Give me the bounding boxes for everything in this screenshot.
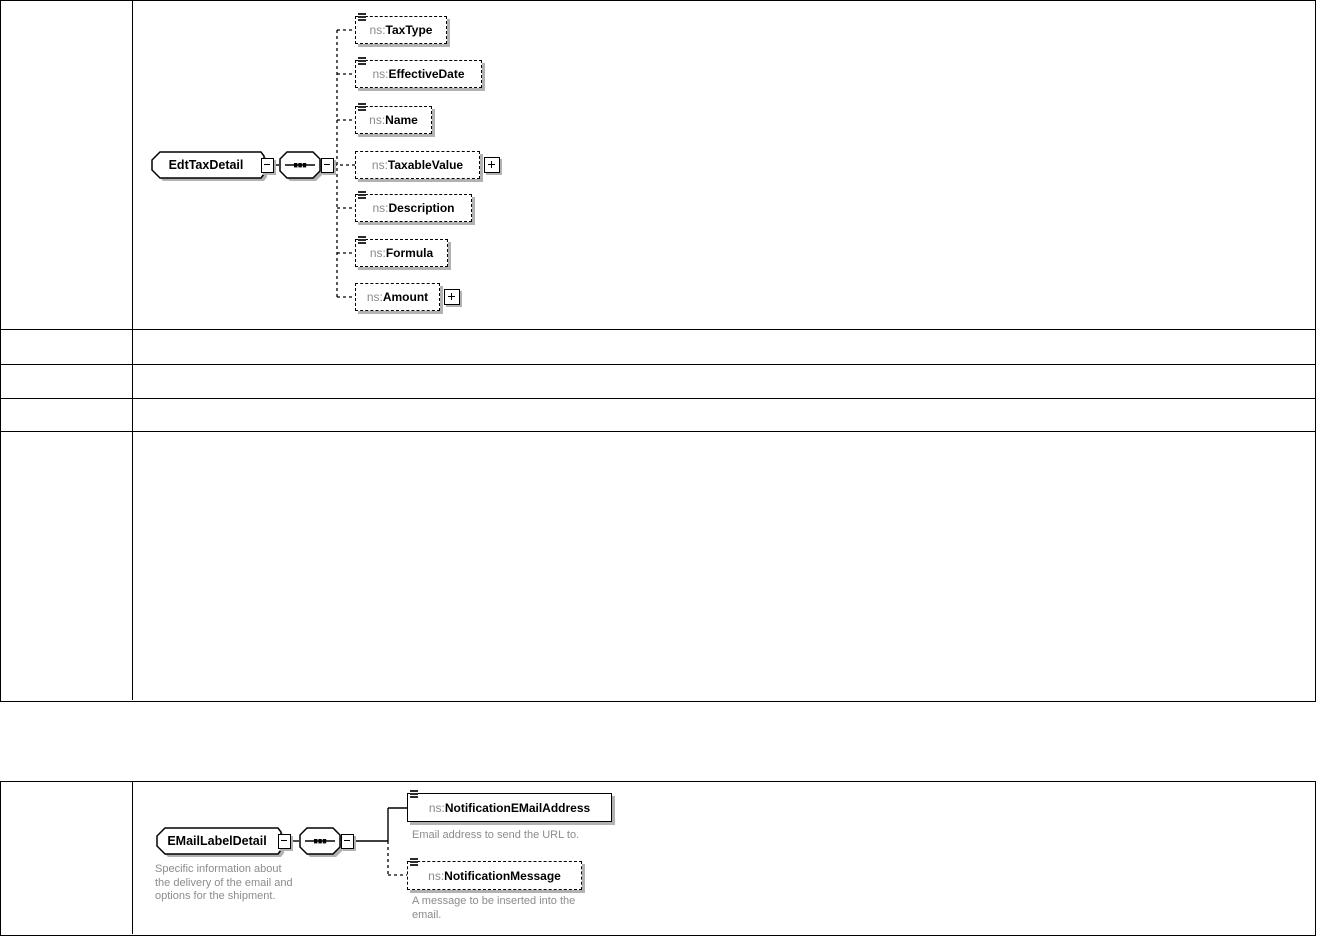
sequence-icon [279,151,323,181]
text-content-icon [358,191,366,193]
text-content-icon [358,13,366,15]
element-annotation: A message to be inserted into the email. [412,895,576,921]
text-content-icon [410,790,418,792]
element-label: EMailLabelDetail [167,834,267,848]
element-shape [151,151,267,181]
element-amount[interactable]: ns:Amount [355,283,440,311]
table-cell-content [133,365,1315,398]
element-label: EdtTaxDetail [168,158,244,172]
element-label: ns:TaxType [369,23,433,37]
table-row: EMailLabelDetail Specific information ab… [1,782,1315,934]
table-cell-label [1,1,133,329]
element-shape [156,827,284,857]
text-content-icon [358,236,366,238]
element-label: ns:NotificationMessage [428,868,561,883]
text-content-icon [410,858,418,860]
element-annotation: Email address to send the URL to. [412,829,580,841]
doc-table-emaillabeldetail: EMailLabelDetail Specific information ab… [0,781,1316,936]
element-label: ns:Name [369,113,418,127]
table-cell-content [133,330,1315,364]
element-effectivedate[interactable]: ns:EffectiveDate [355,57,482,88]
element-notificationmessage[interactable]: ns:NotificationMessage [407,858,582,890]
element-label: ns:EffectiveDate [372,67,465,81]
table-cell-diagram: EdtTaxDetail [133,1,1315,329]
element-notificationemailaddress[interactable]: ns:NotificationEMailAddress [407,790,612,822]
element-label: ns:NotificationEMailAddress [428,800,591,815]
element-description[interactable]: ns:Description [355,191,472,222]
table-row [1,365,1315,399]
table-cell-diagram: EMailLabelDetail Specific information ab… [133,782,1315,934]
element-annotation: Specific information about the delivery … [155,863,293,902]
sequence-compositor [299,827,343,857]
element-emaillabeldetail[interactable]: EMailLabelDetail [156,827,284,857]
table-row [1,432,1315,700]
element-formula[interactable]: ns:Formula [355,236,448,267]
table-row [1,330,1315,365]
table-cell-label [1,432,133,700]
connector-lines [291,807,407,876]
doc-table-edttaxdetail: EdtTaxDetail [0,0,1316,702]
text-content-icon [358,57,366,59]
expand-plus-icon[interactable] [484,157,500,173]
sequence-compositor [279,151,323,181]
table-cell-label [1,365,133,398]
collapse-minus-icon[interactable] [341,833,354,849]
element-label: ns:Amount [366,290,429,304]
table-cell-label [1,782,133,934]
table-cell-content [133,432,1315,700]
element-taxablevalue[interactable]: ns:TaxableValue [355,151,480,179]
expand-plus-icon[interactable] [444,289,460,305]
table-row [1,399,1315,432]
element-name[interactable]: ns:Name [355,103,432,134]
table-row: EdtTaxDetail [1,1,1315,330]
table-cell-label [1,399,133,431]
collapse-minus-icon[interactable] [321,157,334,173]
collapse-minus-icon[interactable] [278,833,291,849]
element-label: ns:Description [372,201,455,215]
table-cell-content [133,399,1315,431]
table-cell-label [1,330,133,364]
element-label: ns:Formula [369,246,434,260]
element-taxtype[interactable]: ns:TaxType [355,13,447,44]
element-label: ns:TaxableValue [371,158,464,172]
text-content-icon [358,103,366,105]
sequence-icon [299,827,343,857]
collapse-minus-icon[interactable] [261,157,274,173]
element-edttaxdetail[interactable]: EdtTaxDetail [151,151,267,181]
